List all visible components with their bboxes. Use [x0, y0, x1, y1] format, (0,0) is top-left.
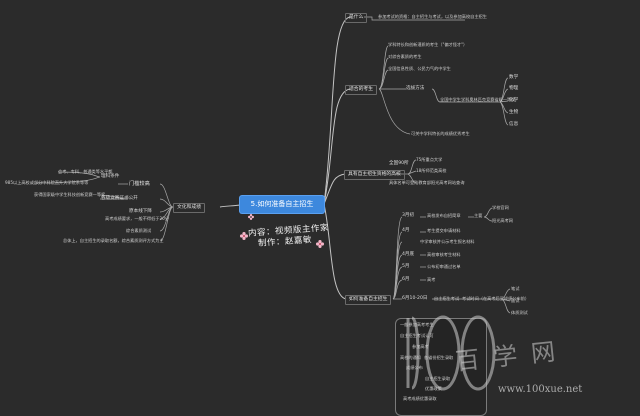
- bottom-item[interactable]: 高校的通知: [400, 355, 421, 360]
- step-time: 4月: [402, 228, 410, 233]
- bottom-item[interactable]: 成绩公布: [406, 365, 423, 370]
- step-desc[interactable]: 考生提交申请材料: [427, 228, 461, 233]
- step-time: 6月: [402, 277, 410, 282]
- step-aside[interactable]: 考试时间（在高考后至成绩公布前）: [462, 296, 530, 301]
- bottom-item[interactable]: 参加高考: [412, 344, 429, 349]
- root-topic[interactable]: 5.如何准备自主招生: [240, 196, 324, 213]
- branch-node-count[interactable]: 全国90所: [389, 161, 409, 166]
- subject-item[interactable]: 化学: [509, 98, 519, 103]
- step-desc[interactable]: 自主招生考试: [434, 296, 460, 301]
- step-tip[interactable]: 笔试: [511, 286, 520, 291]
- step-desc[interactable]: 高校发布自招简章: [427, 213, 461, 218]
- step-desc[interactable]: 高校审核考生材料: [427, 252, 461, 257]
- branch-leaf[interactable]: 学科特长和创新潜质的考生（"偏才怪才"）: [388, 42, 468, 47]
- subject-item[interactable]: 信息: [509, 122, 519, 127]
- step-time: 4月底: [402, 252, 415, 257]
- left-leaf[interactable]: 高考成绩要求，一般不得低于20分: [105, 216, 169, 221]
- branch-qualified-universities[interactable]: 具有自主招生资格的高校: [344, 170, 405, 180]
- branch-suitable-students[interactable]: 适合的考生: [345, 85, 377, 95]
- branch-what-is-it[interactable]: 是什么: [345, 13, 368, 23]
- connector-b2: [323, 88, 351, 205]
- branch-how-to-prepare[interactable]: 如何准备自主招生: [345, 295, 392, 305]
- step-tip[interactable]: 阳光高考网: [492, 218, 513, 223]
- branch-leaf[interactable]: 参加考试的资格：自主招生与考试，以及参加高校自主招生: [378, 14, 487, 19]
- branch-leaf[interactable]: 对综合素质的考生: [388, 54, 422, 59]
- branch-leaf[interactable]: 全国中学生学科奥林匹克竞赛省级一等奖: [440, 97, 516, 102]
- site-logo-watermark: [406, 315, 496, 391]
- step-desc[interactable]: 高考: [427, 277, 436, 282]
- branch-leaf[interactable]: 全国信息性质、公民力气的中学生: [388, 66, 451, 71]
- subject-item[interactable]: 物理: [509, 86, 519, 91]
- branch-leaf[interactable]: 可关中学科特长的成绩优秀考生: [411, 131, 470, 136]
- step-time: 5月: [402, 264, 410, 269]
- bottom-item[interactable]: 自主招生录取: [425, 376, 451, 381]
- left-node-threshold[interactable]: 门槛较高: [129, 181, 150, 187]
- left-leaf[interactable]: 总体上，自主招生的录取名额，综合素质测评方式为主: [63, 238, 164, 243]
- subject-item[interactable]: 数学: [509, 75, 519, 80]
- left-node-score[interactable]: 原本线下降: [129, 209, 152, 214]
- step-desc[interactable]: 中学审核并公示考生报名材料: [420, 239, 475, 244]
- step-time: 6月10-20日: [402, 296, 428, 301]
- flower-icon: [316, 240, 324, 248]
- connector-b1: [323, 16, 351, 205]
- left-leaf[interactable]: 会考、专科、普通类等水平都: [58, 169, 113, 174]
- branch-leaf[interactable]: 75所重点大学: [416, 157, 443, 162]
- left-main-node[interactable]: 文化和成绩: [173, 203, 205, 213]
- connector-left: [219, 204, 241, 208]
- step-tip[interactable]: 学校官网: [492, 205, 509, 210]
- flower-icon: [248, 214, 254, 220]
- left-leaf[interactable]: 各级竞赛证书公开: [101, 196, 138, 201]
- connector-b4: [323, 203, 347, 300]
- left-leaf[interactable]: 综合素质测试: [126, 228, 152, 233]
- subject-item[interactable]: 生物: [509, 110, 519, 115]
- bottom-item[interactable]: 高考成绩优惠录取: [403, 396, 437, 401]
- branch-leaf[interactable]: 18所师范类高校: [416, 168, 447, 173]
- branch-node-method[interactable]: 选拔方法: [406, 86, 425, 91]
- step-aside[interactable]: 主要: [474, 213, 483, 218]
- step-tip[interactable]: 体质测试: [511, 310, 528, 315]
- bottom-item[interactable]: 优惠政策: [425, 386, 442, 391]
- flower-icon: [240, 232, 248, 240]
- left-node-science[interactable]: 理科条件: [101, 174, 120, 179]
- step-desc[interactable]: 公布初审通过名单: [427, 264, 461, 269]
- bottom-item[interactable]: 各省份招生录取: [424, 355, 454, 360]
- connector-b3: [323, 173, 346, 205]
- step-tip[interactable]: 面试: [511, 298, 520, 303]
- left-leaf[interactable]: 985以上高校或部分中科院直升大学院系等等: [5, 180, 89, 185]
- site-url-watermark: www.100xue.net: [498, 384, 583, 395]
- left-leaf[interactable]: 获得国家级中学生科技创新竞赛一等奖: [34, 192, 106, 197]
- branch-leaf[interactable]: 具体名单可登陆教育部阳光高考网站查询: [389, 180, 465, 185]
- step-time: 3月初: [402, 213, 415, 218]
